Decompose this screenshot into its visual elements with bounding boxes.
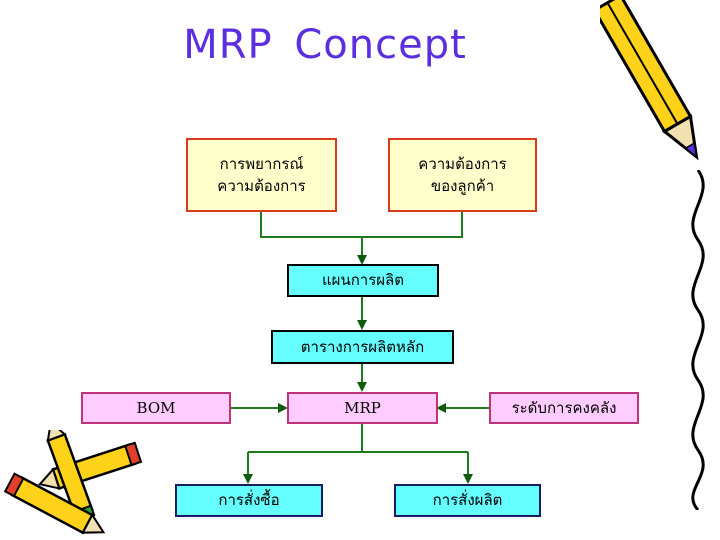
- connector-forecast: [260, 212, 362, 238]
- mps-label: ตารางการผลิตหลัก: [300, 337, 425, 356]
- bom-box: BOM: [81, 392, 231, 424]
- production-plan-box: แผนการผลิต: [287, 264, 439, 297]
- production-order-label: การสั่งผลิต: [432, 491, 503, 510]
- mrp-label: MRP: [344, 398, 381, 417]
- inventory-label: ระดับการคงคลัง: [511, 398, 617, 417]
- purchase-order-box: การสั่งซื้อ: [175, 484, 323, 517]
- customer-line2: ของลูกค้า: [430, 177, 495, 195]
- inventory-level-box: ระดับการคงคลัง: [489, 392, 639, 424]
- page-title: MRP Concept: [183, 22, 467, 68]
- connector-mrp-split: [248, 424, 468, 453]
- mps-box: ตารางการผลิตหลัก: [271, 330, 454, 364]
- pencils-icon: [3, 430, 143, 535]
- purchase-order-label: การสั่งซื้อ: [218, 491, 280, 510]
- bom-label: BOM: [136, 398, 176, 417]
- production-plan-label: แผนการผลิต: [322, 271, 404, 290]
- connector-customer: [362, 212, 463, 238]
- customer-line1: ความต้องการ: [418, 154, 507, 173]
- forecast-line2: ความต้องการ: [217, 177, 306, 195]
- production-order-box: การสั่งผลิต: [394, 484, 541, 517]
- pencil-icon: [600, 0, 699, 161]
- forecast-line1: การพยากรณ์: [219, 154, 304, 173]
- customer-demand-box: ความต้องการ ของลูกค้า: [388, 138, 537, 212]
- forecast-box: การพยากรณ์ ความต้องการ: [186, 138, 337, 212]
- mrp-box: MRP: [287, 392, 438, 424]
- wavy-line: [691, 170, 705, 510]
